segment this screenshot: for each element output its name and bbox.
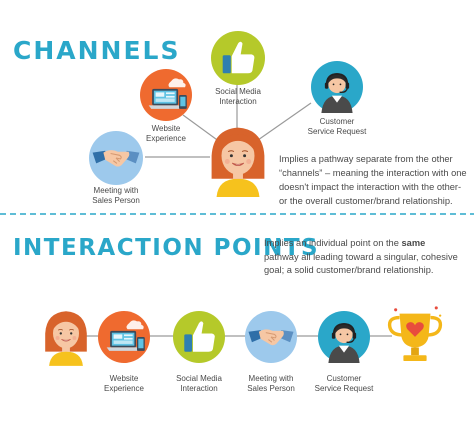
- trophy-heart-icon: [387, 304, 443, 363]
- social-media-label: Social Media Interaction: [215, 87, 261, 106]
- website-label: Website Experience: [145, 124, 187, 143]
- ip-customer-service-label: Customer Service Request: [314, 374, 374, 393]
- ip-meeting-label: Meeting with Sales Person: [247, 374, 295, 393]
- meeting-handshake-icon-bottom: [244, 310, 298, 364]
- social-media-thumbs-up-icon-bottom: [173, 311, 225, 363]
- customer-service-headset-agent-icon: [310, 60, 364, 114]
- ip-social-media-label: Social Media Interaction: [176, 374, 222, 393]
- channels-description: Implies a pathway separate from the othe…: [279, 154, 467, 206]
- interaction-points-description: Implies an individual point on the same …: [264, 238, 458, 275]
- meeting-label: Meeting with Sales Person: [92, 186, 140, 205]
- customer-person-icon: [211, 127, 265, 198]
- section-divider: [0, 213, 474, 215]
- customer-person-icon-bottom: [44, 310, 88, 367]
- interaction-points-title: INTERACTION POINTS: [13, 235, 320, 261]
- customer-service-headset-agent-icon-bottom: [317, 310, 371, 364]
- customer-service-label: Customer Service Request: [307, 117, 367, 136]
- ip-website-label: Website Experience: [103, 374, 145, 393]
- emphasis-same: same: [401, 238, 426, 248]
- meeting-handshake-icon: [88, 130, 144, 186]
- channels-title: CHANNELS: [13, 36, 181, 65]
- website-laptop-phone-icon-bottom: [98, 311, 150, 363]
- social-media-thumbs-up-icon: [211, 31, 265, 85]
- website-laptop-phone-icon: [140, 69, 192, 121]
